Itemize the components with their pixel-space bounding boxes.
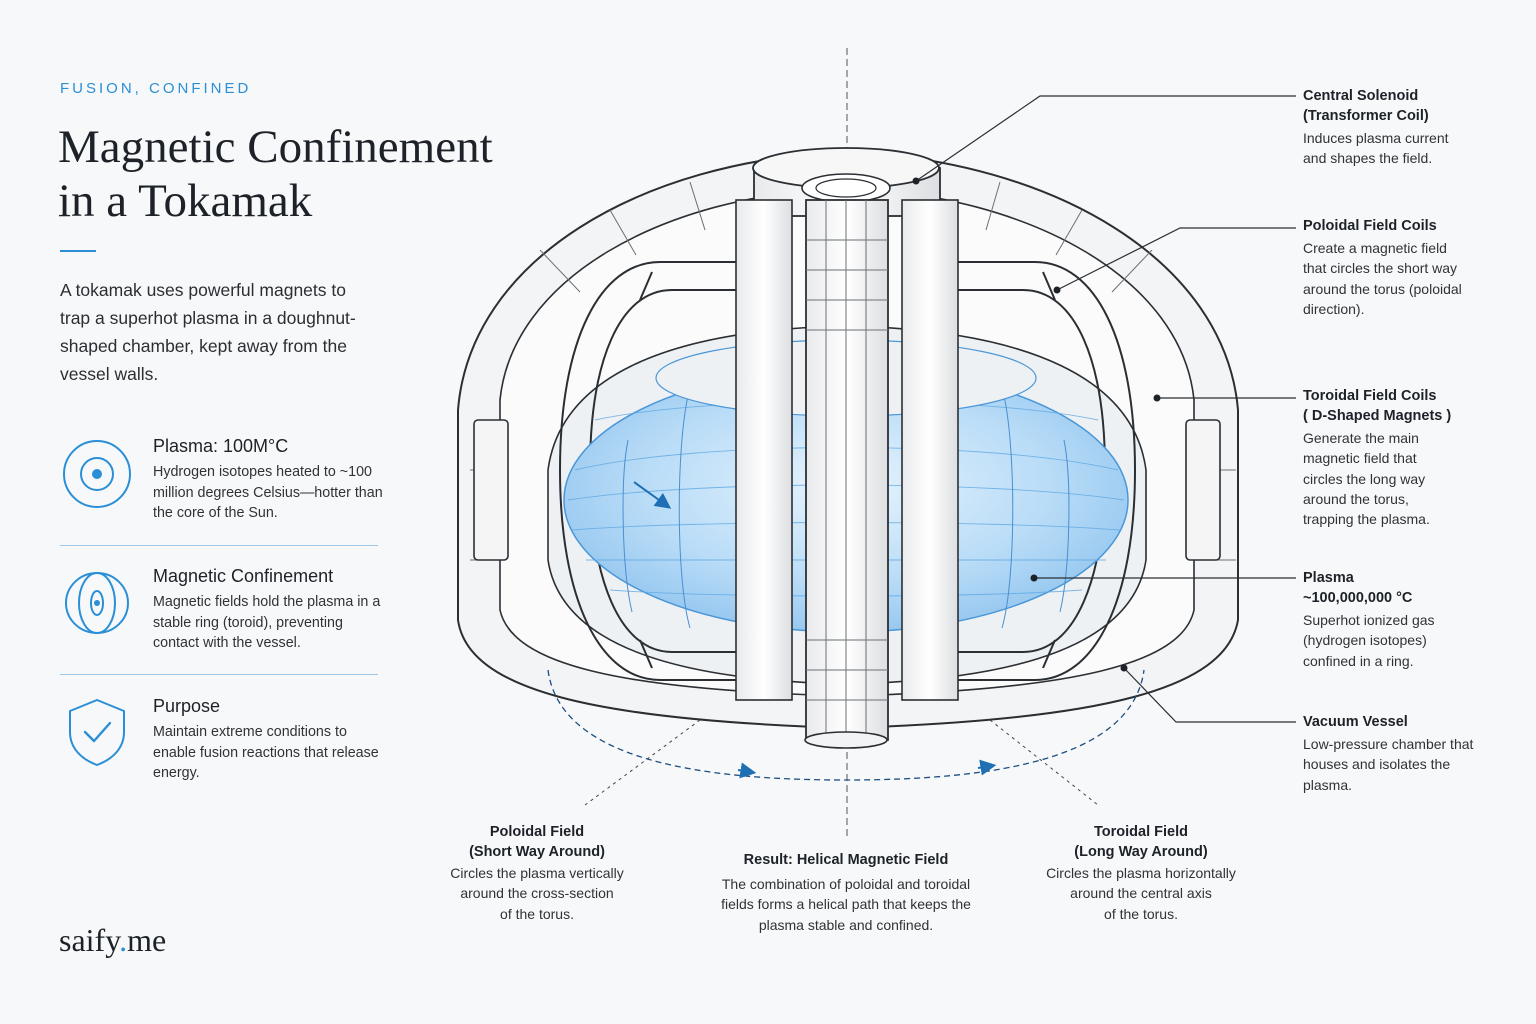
feature-text: Hydrogen isotopes heated to ~100 million… [153, 464, 383, 521]
intro-text: A tokamak uses powerful magnets to trap … [60, 280, 356, 384]
callout-vacuum-vessel: Vacuum Vessel Low-pressure chamber that … [1303, 712, 1503, 795]
leader-poloidal-field [584, 719, 701, 806]
plasma-target-icon [63, 440, 131, 508]
note-title: Poloidal Field (Short Way Around) [469, 824, 605, 860]
shield-check-icon [69, 699, 125, 766]
feature-title: Magnetic Confinement [153, 566, 334, 586]
feature-text: Magnetic fields hold the plasma in a sta… [153, 594, 381, 651]
toroidal-direction-arc [547, 669, 1145, 781]
brand-logo: saify.me [59, 922, 166, 959]
brand-tld: me [127, 922, 167, 958]
brand-dot: . [119, 922, 128, 958]
note-text: Circles the plasma horizontally around t… [1046, 865, 1236, 922]
feature-text: Maintain extreme conditions to enable fu… [153, 724, 379, 781]
callout-text: Low-pressure chamber that houses and iso… [1303, 736, 1474, 793]
eyebrow-label: FUSION, CONFINED [60, 80, 252, 97]
arc-arrow [737, 762, 757, 779]
central-solenoid [735, 147, 959, 749]
callout-title: Plasma ~100,000,000 °C [1303, 570, 1413, 606]
callout-text: Generate the main magnetic field that ci… [1303, 430, 1430, 528]
callout-leaders [915, 95, 1296, 723]
callout-plasma: Plasma ~100,000,000 °C Superhot ionized … [1303, 568, 1503, 671]
title-line-2: in a Tokamak [58, 175, 313, 227]
page-title: Magnetic Confinement in a Tokamak [58, 120, 578, 228]
note-text: Circles the plasma vertically around the… [450, 865, 624, 922]
callout-text: Create a magnetic field that circles the… [1303, 240, 1462, 317]
callout-toroidal-field-coils: Toroidal Field Coils ( D-Shaped Magnets … [1303, 386, 1503, 529]
note-title: Toroidal Field (Long Way Around) [1074, 824, 1208, 860]
callout-title: Toroidal Field Coils ( D-Shaped Magnets … [1303, 388, 1452, 424]
callout-text: Induces plasma current and shapes the fi… [1303, 130, 1449, 167]
callout-title: Vacuum Vessel [1303, 714, 1408, 730]
leader-toroidal-field [989, 719, 1099, 806]
callout-text: Superhot ionized gas (hydrogen isotopes)… [1303, 612, 1435, 669]
brand-name: saify [59, 922, 120, 958]
callout-title: Central Solenoid (Transformer Coil) [1303, 88, 1429, 124]
callout-dots [912, 177, 1161, 672]
magnetic-field-icon [65, 572, 129, 634]
callout-central-solenoid: Central Solenoid (Transformer Coil) Indu… [1303, 86, 1503, 169]
note-toroidal-field: Toroidal Field (Long Way Around) Circles… [1040, 822, 1242, 924]
feature-divider [60, 545, 378, 546]
callout-poloidal-field-coils: Poloidal Field Coils Create a magnetic f… [1303, 216, 1503, 319]
accent-rule [60, 250, 96, 252]
note-poloidal-field: Poloidal Field (Short Way Around) Circle… [437, 822, 637, 924]
note-title: Result: Helical Magnetic Field [743, 852, 949, 868]
arc-arrow [977, 759, 997, 776]
feature-title: Plasma: 100M°C [153, 436, 289, 456]
feature-title: Purpose [153, 696, 221, 716]
toroidal-coil-left [558, 261, 760, 681]
note-helical-field: Result: Helical Magnetic Field The combi… [696, 850, 996, 935]
callout-title: Poloidal Field Coils [1303, 218, 1437, 234]
feature-divider [60, 674, 378, 675]
title-line-1: Magnetic Confinement [58, 121, 493, 173]
note-text: The combination of poloidal and toroidal… [721, 876, 971, 933]
